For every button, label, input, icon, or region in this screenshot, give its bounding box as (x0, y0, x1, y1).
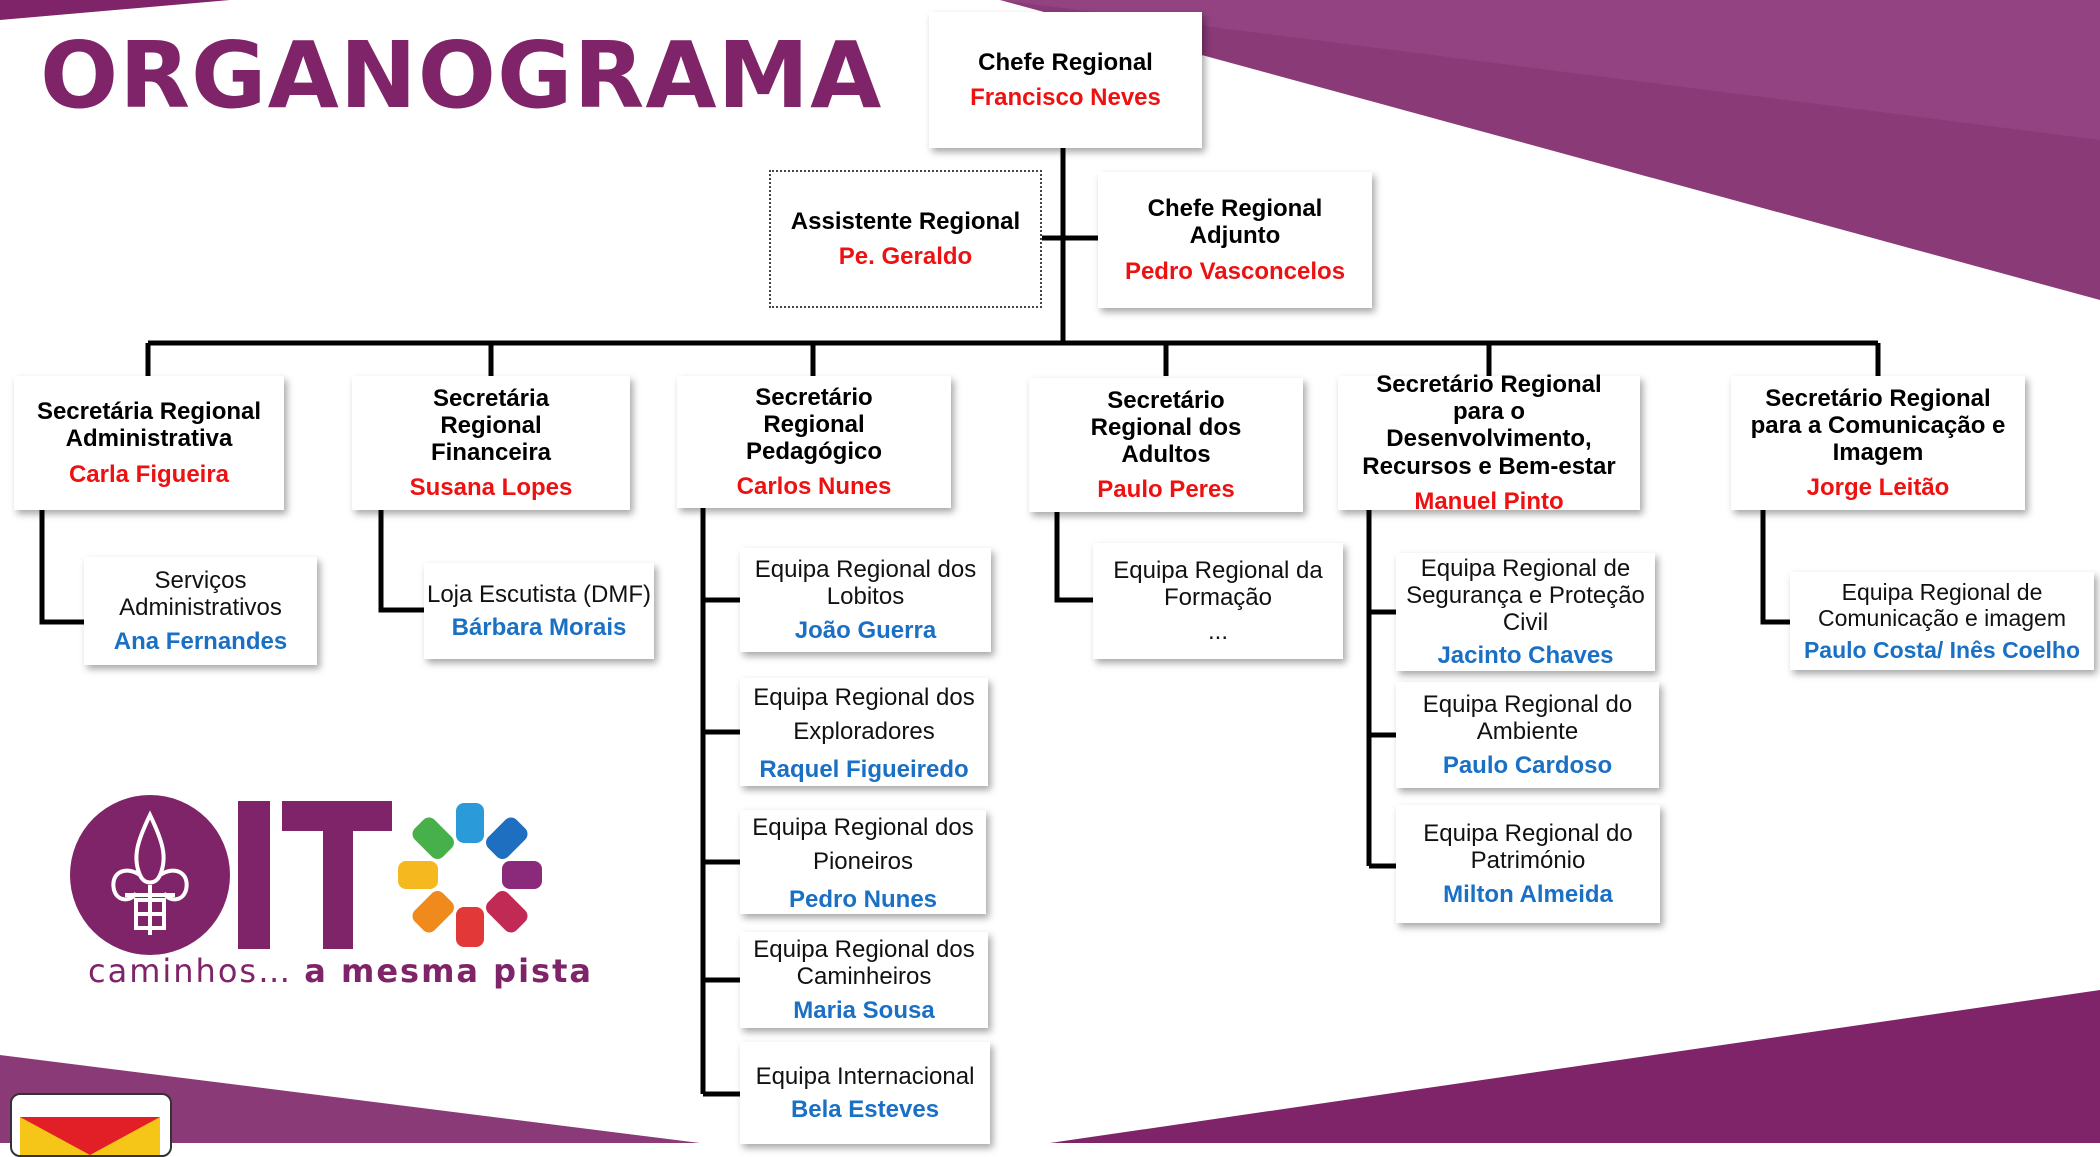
node-secretary: Secretário Regional Pedagógico Carlos Nu… (677, 376, 951, 508)
hands-circle-icon (398, 803, 542, 947)
node-role: Secretário Regional dos Adultos (1090, 386, 1242, 468)
team-label: Equipa Regional dos Pioneiros (752, 813, 974, 876)
node-team: Equipa Regional de Segurança e Proteção … (1396, 553, 1655, 671)
node-name: Carla Figueira (68, 460, 230, 488)
fleur-de-lis-icon (111, 810, 189, 935)
node-name: Susana Lopes (409, 474, 573, 502)
node-name: Pe. Geraldo (838, 243, 973, 270)
team-member: Maria Sousa (793, 996, 935, 1024)
node-secretary: Secretário Regional para o Desenvolvimen… (1338, 371, 1640, 515)
page-title: ORGANOGRAMA (40, 22, 883, 129)
node-role: Chefe Regional (978, 48, 1153, 76)
node-secretary: Secretária Regional Administrativa Carla… (14, 376, 284, 510)
node-assistant: Assistente Regional Pe. Geraldo (769, 170, 1042, 308)
team-label: Equipa Regional da Formação (1113, 557, 1323, 612)
bottom-left-band (0, 1055, 700, 1143)
org-connectors (39, 148, 1881, 1097)
team-member: ... (1207, 617, 1228, 645)
node-role: Secretário Regional para a Comunicação e… (1750, 384, 2006, 466)
region-flag-badge (10, 1093, 172, 1157)
flag-icon (20, 1117, 160, 1155)
team-member: Jacinto Chaves (1437, 642, 1614, 670)
node-role: Secretária Regional Financeira (430, 384, 552, 466)
node-name: Pedro Vasconcelos (1124, 257, 1346, 285)
node-team: Equipa Regional do Património Milton Alm… (1396, 805, 1660, 923)
node-team: Equipa Regional dos Exploradores Raquel … (740, 678, 988, 786)
team-label: Equipa Regional dos Exploradores (753, 683, 975, 746)
node-team: Equipa Regional de Comunicação e imagem … (1790, 572, 2094, 670)
node-role: Secretário Regional para o Desenvolvimen… (1362, 371, 1616, 480)
team-member: Paulo Cardoso (1442, 751, 1613, 779)
node-name: Carlos Nunes (736, 473, 892, 501)
team-member: Paulo Costa/ Inês Coelho (1803, 636, 2081, 663)
team-member: Pedro Nunes (788, 886, 938, 914)
node-secretary: Secretária Regional Financeira Susana Lo… (352, 376, 630, 510)
logo-tagline: caminhos… a mesma pista (88, 952, 593, 990)
node-chief: Chefe Regional Francisco Neves (929, 12, 1202, 148)
node-team: Serviços Administrativos Ana Fernandes (84, 557, 317, 665)
team-member: Bárbara Morais (451, 614, 627, 641)
node-name: Francisco Neves (970, 84, 1161, 111)
node-team: Equipa Regional do Ambiente Paulo Cardos… (1396, 682, 1659, 788)
oito-logo (70, 795, 542, 955)
node-team: Equipa Regional da Formação ... (1093, 543, 1343, 659)
team-label: Equipa Regional do Ambiente (1422, 691, 1633, 746)
scout-emblem (70, 795, 230, 955)
node-deputy: Chefe Regional Adjunto Pedro Vasconcelos (1098, 172, 1372, 308)
team-member: Bela Esteves (790, 1096, 940, 1123)
team-member: João Guerra (794, 616, 937, 644)
node-name: Manuel Pinto (1414, 487, 1564, 515)
team-member: Milton Almeida (1443, 880, 1613, 908)
team-label: Equipa Regional de Comunicação e imagem (1817, 579, 2066, 631)
team-label: Serviços Administrativos (119, 567, 282, 622)
team-label: Equipa Regional de Segurança e Proteção … (1406, 554, 1645, 636)
node-role: Secretário Regional Pedagógico (745, 383, 883, 465)
node-secretary: Secretário Regional para a Comunicação e… (1731, 376, 2025, 510)
team-member: Raquel Figueiredo (759, 756, 969, 784)
team-label: Loja Escutista (DMF) (426, 580, 652, 608)
node-team: Equipa Regional dos Lobitos João Guerra (740, 548, 991, 652)
node-team: Loja Escutista (DMF) Bárbara Morais (424, 563, 654, 659)
tagline-light: caminhos… (88, 952, 293, 990)
node-team: Equipa Internacional Bela Esteves (740, 1042, 990, 1144)
node-team: Equipa Regional dos Caminheiros Maria So… (740, 932, 988, 1028)
node-role: Chefe Regional Adjunto (1147, 195, 1323, 250)
team-member: Ana Fernandes (113, 627, 288, 655)
node-secretary: Secretário Regional dos Adultos Paulo Pe… (1029, 378, 1303, 512)
node-team: Equipa Regional dos Pioneiros Pedro Nune… (740, 810, 986, 914)
node-name: Jorge Leitão (1806, 474, 1950, 502)
team-label: Equipa Regional dos Lobitos (754, 556, 977, 611)
team-label: Equipa Regional dos Caminheiros (753, 936, 975, 991)
node-name: Paulo Peres (1097, 476, 1235, 504)
team-label: Equipa Internacional (755, 1062, 975, 1090)
tagline-bold: a mesma pista (304, 952, 593, 990)
node-role: Assistente Regional (790, 207, 1021, 235)
node-role: Secretária Regional Administrativa (36, 398, 262, 453)
bottom-right-band (1050, 990, 2100, 1143)
team-label: Equipa Regional do Património (1423, 820, 1633, 875)
